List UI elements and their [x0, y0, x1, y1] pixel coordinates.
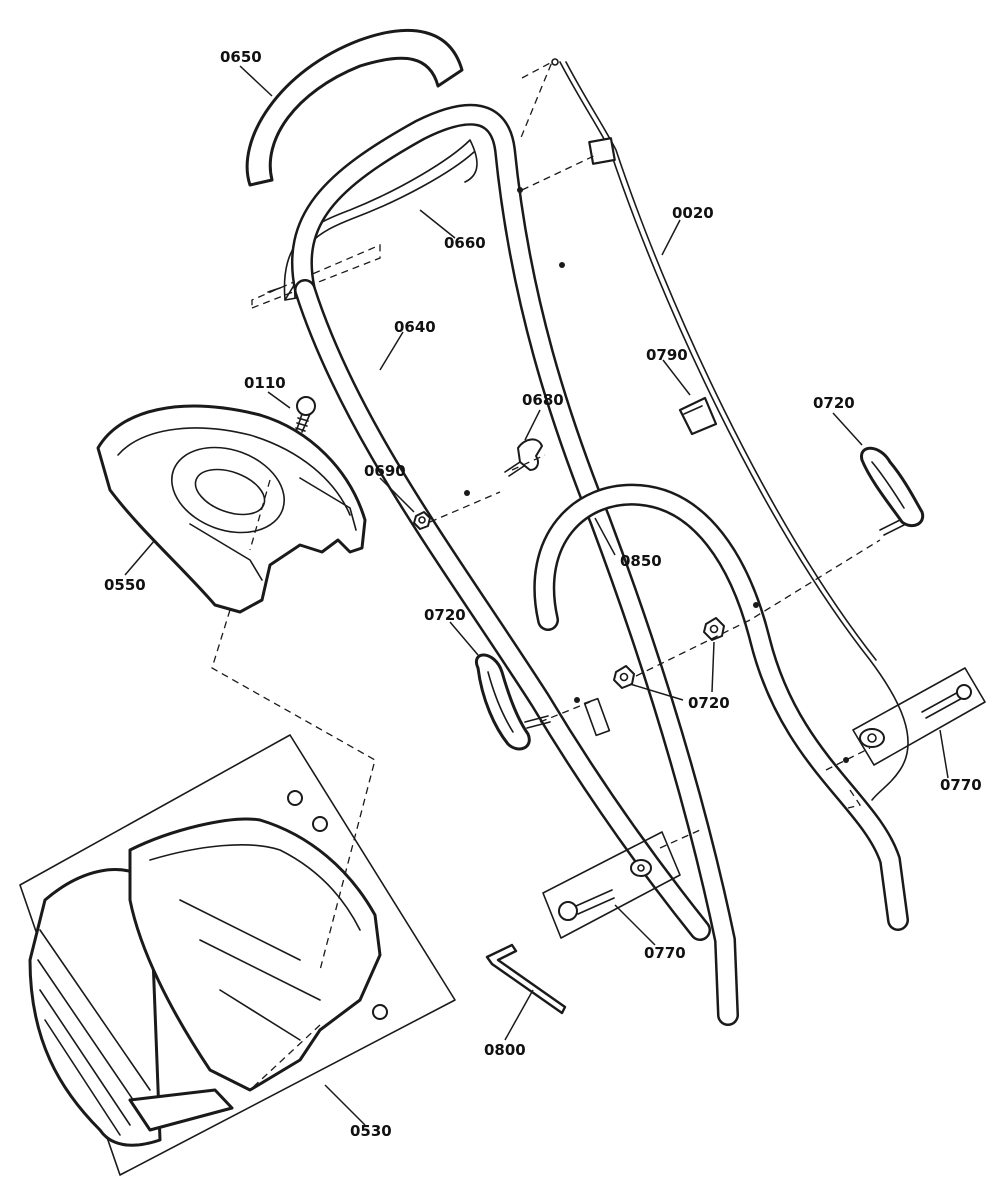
lower-handle-0850 — [533, 483, 909, 931]
label-0640: 0640 — [394, 318, 436, 336]
label-0660: 0660 — [444, 234, 486, 252]
bolt-kit-0770-bottom — [542, 831, 681, 939]
assembly-dashed-lines — [211, 60, 881, 1091]
nut-0720 — [613, 617, 725, 689]
label-0790: 0790 — [646, 346, 688, 364]
nut-0690 — [413, 511, 431, 530]
label-0110: 0110 — [244, 374, 286, 392]
label-0680: 0680 — [522, 391, 564, 409]
control-cable-0020 — [551, 58, 909, 801]
label-0850: 0850 — [620, 552, 662, 570]
label-0690: 0690 — [364, 462, 406, 480]
label-0650: 0650 — [220, 48, 262, 66]
label-0770-bottom: 0770 — [644, 944, 686, 962]
grip-cover-0650 — [245, 28, 464, 187]
label-0720-right: 0720 — [813, 394, 855, 412]
bolt-kit-0770-right — [852, 667, 986, 766]
wing-bolt-0680 — [504, 438, 543, 477]
screw-0110 — [295, 396, 316, 433]
hex-key-0800 — [485, 943, 567, 1015]
label-0770-right: 0770 — [940, 776, 982, 794]
label-0550: 0550 — [104, 576, 146, 594]
label-0720-nut: 0720 — [688, 694, 730, 712]
bag-mount-0550 — [96, 404, 367, 614]
part-labels: 0650 0660 0020 0640 0110 0680 0790 0720 … — [104, 48, 982, 1140]
grass-bag-0530 — [19, 734, 456, 1176]
knob-0720-left — [474, 653, 551, 751]
label-0800: 0800 — [484, 1041, 526, 1059]
knob-0720-right — [860, 446, 925, 536]
label-0530: 0530 — [350, 1122, 392, 1140]
cable-clip-0790 — [678, 396, 718, 436]
leader-lines — [124, 65, 949, 1126]
label-0720-left: 0720 — [424, 606, 466, 624]
label-0020: 0020 — [672, 204, 714, 222]
